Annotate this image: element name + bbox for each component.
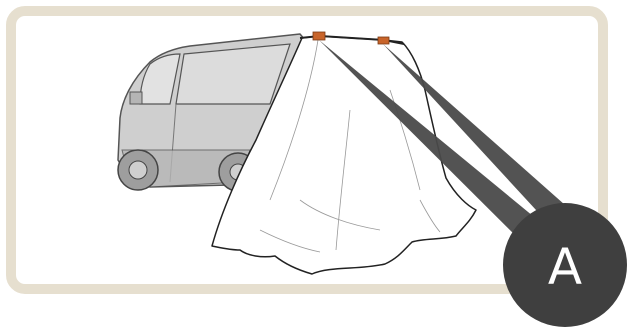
van-mirror bbox=[130, 92, 142, 104]
callout-label: A bbox=[548, 238, 582, 296]
clip-right bbox=[378, 37, 389, 44]
callout-a: A bbox=[503, 203, 627, 327]
van-front-wheel bbox=[118, 150, 158, 190]
clip-left bbox=[313, 32, 325, 40]
van-side-window bbox=[176, 44, 290, 104]
